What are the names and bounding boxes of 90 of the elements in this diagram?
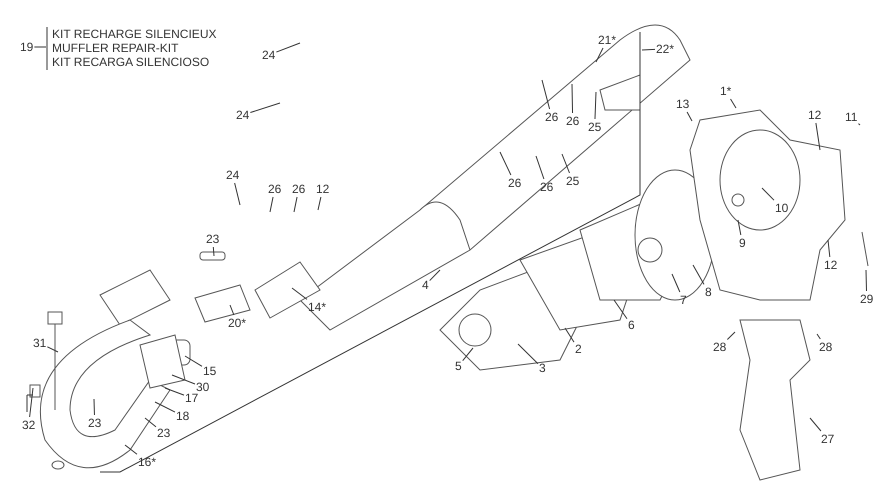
leader-line bbox=[672, 274, 680, 292]
leader-line bbox=[276, 42, 300, 53]
callout-number: 32 bbox=[22, 418, 36, 432]
callout-number: 25 bbox=[566, 174, 580, 188]
callout-number: 4 bbox=[422, 278, 429, 292]
callout-number: 17 bbox=[185, 391, 198, 405]
callout-number: 13 bbox=[676, 97, 690, 111]
leader-line bbox=[816, 334, 821, 340]
callout-number: 23 bbox=[157, 426, 170, 440]
callout-number: 31 bbox=[33, 336, 46, 350]
callout-number: 21* bbox=[598, 33, 616, 47]
callout-number: 24 bbox=[226, 168, 240, 182]
callout-number: 26 bbox=[268, 182, 282, 196]
callout-number: 20* bbox=[228, 316, 246, 330]
leader-line bbox=[858, 123, 860, 126]
callout-number: 12 bbox=[316, 182, 330, 196]
leader-line bbox=[536, 156, 544, 180]
callout-number: 26 bbox=[540, 180, 554, 194]
callout-number: 27 bbox=[821, 432, 834, 446]
leader-line bbox=[94, 398, 95, 416]
callout-number: 12 bbox=[808, 108, 822, 122]
leader-line bbox=[866, 270, 867, 292]
leader-line bbox=[828, 240, 830, 258]
leader-line bbox=[29, 388, 34, 418]
leader-line bbox=[562, 154, 570, 174]
leader-line bbox=[164, 388, 184, 396]
kit-description: KIT RECHARGE SILENCIEUX MUFFLER REPAIR-KIT KIT RECARGA SILENCIOSO bbox=[52, 27, 216, 69]
leader-line bbox=[564, 328, 574, 343]
callout-number: 10 bbox=[775, 201, 788, 215]
callout-number: 24 bbox=[262, 48, 276, 62]
leader-line bbox=[726, 332, 736, 340]
callout-number: 23 bbox=[88, 416, 102, 430]
callout-number: 3 bbox=[539, 361, 546, 375]
leader-line bbox=[124, 444, 138, 455]
leader-line bbox=[318, 196, 322, 210]
leader-line bbox=[815, 122, 820, 150]
callout-number: 26 bbox=[545, 110, 558, 124]
leader-line bbox=[292, 288, 308, 300]
leader-line bbox=[686, 112, 692, 122]
callout-number: 11 bbox=[845, 110, 858, 124]
leader-line bbox=[212, 246, 214, 256]
callout-number: 14* bbox=[308, 300, 326, 314]
callout-number: 26 bbox=[566, 114, 580, 128]
leader-line bbox=[738, 220, 742, 236]
leader-line bbox=[518, 344, 538, 364]
leader-line bbox=[542, 80, 550, 110]
leader-line bbox=[572, 84, 574, 114]
leader-line bbox=[172, 374, 196, 384]
leader-line bbox=[594, 92, 596, 120]
leader-line bbox=[144, 418, 156, 428]
leader-line bbox=[46, 346, 58, 352]
leader-line bbox=[154, 402, 176, 413]
leader-line bbox=[250, 102, 280, 114]
callout-number: 6 bbox=[628, 318, 635, 332]
callout-number: 28 bbox=[819, 340, 832, 354]
leader-line bbox=[596, 48, 604, 62]
leader-line bbox=[230, 304, 234, 316]
leader-line bbox=[294, 196, 298, 212]
leader-line bbox=[184, 356, 202, 367]
callout-number: 26 bbox=[292, 182, 306, 196]
callout-number: 19 bbox=[20, 40, 34, 54]
callout-number: 5 bbox=[455, 359, 462, 373]
callout-number: 26 bbox=[508, 176, 522, 190]
leader-line bbox=[692, 264, 704, 285]
callout-number: 23 bbox=[206, 232, 220, 246]
leader-line bbox=[642, 48, 656, 50]
callout-number: 22* bbox=[656, 42, 674, 56]
callout-number: 28 bbox=[713, 340, 726, 354]
leader-line bbox=[34, 46, 46, 48]
callout-number: 25 bbox=[588, 120, 602, 134]
callout-number: 9 bbox=[739, 236, 746, 250]
callout-number: 1* bbox=[720, 84, 732, 98]
leader-line bbox=[810, 418, 822, 432]
leader-line bbox=[500, 152, 512, 176]
leader-line bbox=[234, 182, 240, 206]
leader-line bbox=[614, 300, 628, 320]
callout-number: 15 bbox=[203, 364, 216, 378]
callout-number: 16* bbox=[138, 455, 156, 469]
callout-number: 24 bbox=[236, 108, 250, 122]
leader-line bbox=[270, 196, 274, 212]
callout-number: 8 bbox=[705, 285, 712, 299]
leader-line bbox=[462, 348, 474, 362]
callout-number: 2 bbox=[575, 342, 582, 356]
callout-number: 12 bbox=[824, 258, 838, 272]
callout-number: 29 bbox=[860, 292, 874, 306]
leader-line bbox=[429, 270, 440, 282]
callout-number: 18 bbox=[176, 409, 190, 423]
callout-number: 30 bbox=[196, 380, 210, 394]
leader-line bbox=[762, 188, 774, 201]
leader-line bbox=[730, 98, 736, 108]
